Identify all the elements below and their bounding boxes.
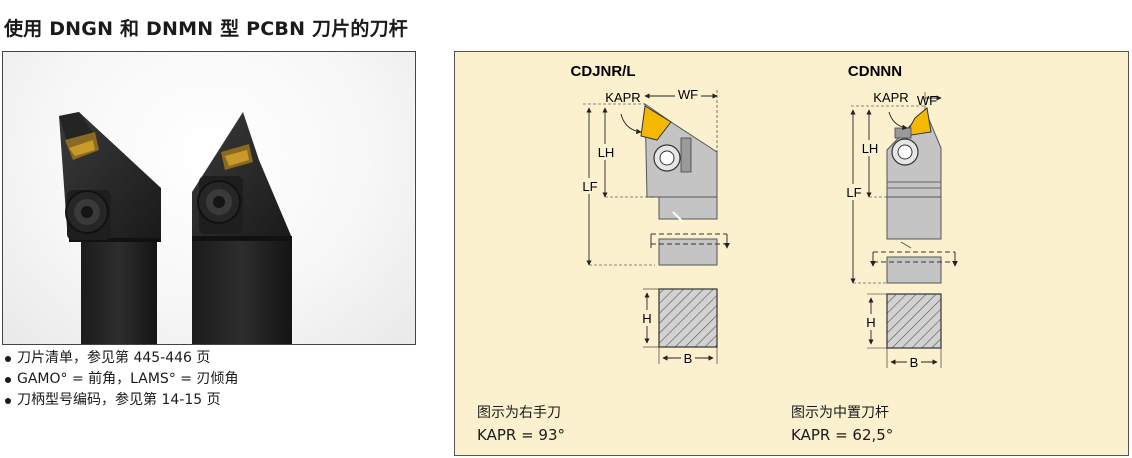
notes-list: 刀片清单，参见第 445-446 页 GAMO° = 前角，LAMS° = 刃倾…: [4, 348, 238, 411]
note-holder-code: 刀柄型号编码，参见第 14-15 页: [4, 390, 238, 411]
dim-lf-left: LF: [582, 179, 597, 194]
dim-kapr-right: KAPR: [873, 90, 908, 105]
caption-right-text: 图示为中置刀杆: [791, 405, 889, 421]
dim-b-left: B: [684, 351, 693, 366]
caption-left-text: 图示为右手刀: [477, 405, 561, 421]
dim-wf-left: WF: [678, 87, 698, 102]
caption-right: 图示为中置刀杆 KAPR = 62,5°: [791, 402, 893, 446]
diagram-cdjnr: CDJNR/L WF KAPR: [570, 63, 730, 366]
product-photo: [2, 51, 416, 345]
dimension-diagrams: CDJNR/L WF KAPR: [570, 63, 958, 370]
note-angles: GAMO° = 前角，LAMS° = 刃倾角: [4, 369, 238, 390]
dim-lh-right: LH: [862, 141, 879, 156]
diagram-heading-cdnnn: CDNNN: [848, 63, 902, 80]
dim-kapr-left: KAPR: [605, 90, 640, 105]
diagram-heading-cdjnr: CDJNR/L: [570, 63, 635, 80]
left-toolholder: [59, 112, 161, 344]
page-title: 使用 DNGN 和 DNMN 型 PCBN 刀片的刀杆: [4, 18, 408, 40]
diagram-cdnnn: CDNNN WF KAPR: [843, 63, 958, 370]
right-toolholder: [192, 112, 292, 344]
caption-left: 图示为右手刀 KAPR = 93°: [477, 402, 565, 446]
dim-h-right: H: [866, 315, 875, 330]
dim-lf-right: LF: [846, 185, 861, 200]
note-insert-list: 刀片清单，参见第 445-446 页: [4, 348, 238, 369]
caption-left-kapr: KAPR = 93°: [477, 426, 565, 444]
dim-lh-left: LH: [598, 145, 615, 160]
toolholders-illustration: [59, 112, 292, 344]
caption-right-kapr: KAPR = 62,5°: [791, 426, 894, 444]
dim-b-right: B: [910, 355, 919, 370]
dim-h-left: H: [642, 311, 651, 326]
diagram-panel: CDJNR/L WF KAPR: [454, 51, 1129, 456]
dim-wf-right: WF: [917, 93, 937, 108]
